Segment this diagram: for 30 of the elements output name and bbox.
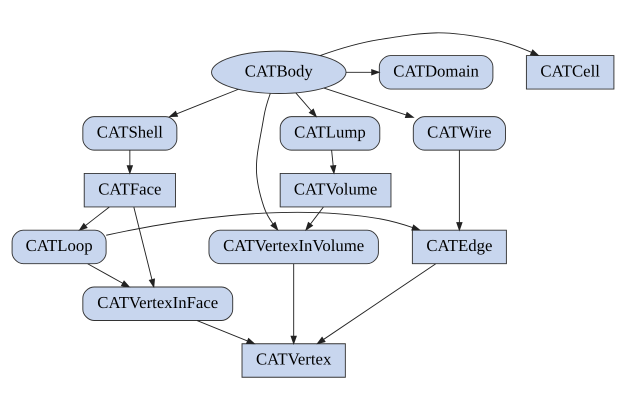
node-box: CATVertexInFace bbox=[82, 286, 234, 321]
node-box: CATLoop bbox=[12, 230, 107, 264]
node-box: CATWire bbox=[412, 116, 506, 151]
node-ellipse: CATBody bbox=[211, 50, 346, 94]
node-box: CATVolume bbox=[280, 172, 392, 208]
node-box: CATFace bbox=[84, 172, 176, 208]
arrow bbox=[196, 320, 256, 344]
arrow bbox=[168, 88, 239, 118]
arrow bbox=[78, 206, 110, 232]
node-box: CATDomain bbox=[378, 55, 494, 90]
arrow bbox=[256, 93, 279, 232]
arrow bbox=[290, 263, 297, 346]
arrow bbox=[323, 88, 415, 118]
arrow bbox=[320, 32, 540, 56]
arrow bbox=[126, 150, 134, 175]
arrow bbox=[346, 69, 381, 76]
arrow bbox=[295, 92, 318, 118]
arrow bbox=[106, 212, 422, 236]
node-box: CATVertex bbox=[242, 343, 346, 378]
arrow bbox=[316, 263, 436, 344]
node-box: CATCell bbox=[526, 55, 614, 90]
node-box: CATEdge bbox=[412, 230, 507, 264]
arrow bbox=[305, 206, 324, 232]
node-box: CATVertexInVolume bbox=[208, 230, 379, 264]
arrow bbox=[133, 206, 156, 288]
arrow bbox=[330, 150, 336, 175]
node-box: CATLump bbox=[280, 116, 380, 151]
arrow bbox=[456, 150, 463, 232]
arrow bbox=[87, 263, 131, 288]
node-box: CATShell bbox=[82, 116, 178, 151]
